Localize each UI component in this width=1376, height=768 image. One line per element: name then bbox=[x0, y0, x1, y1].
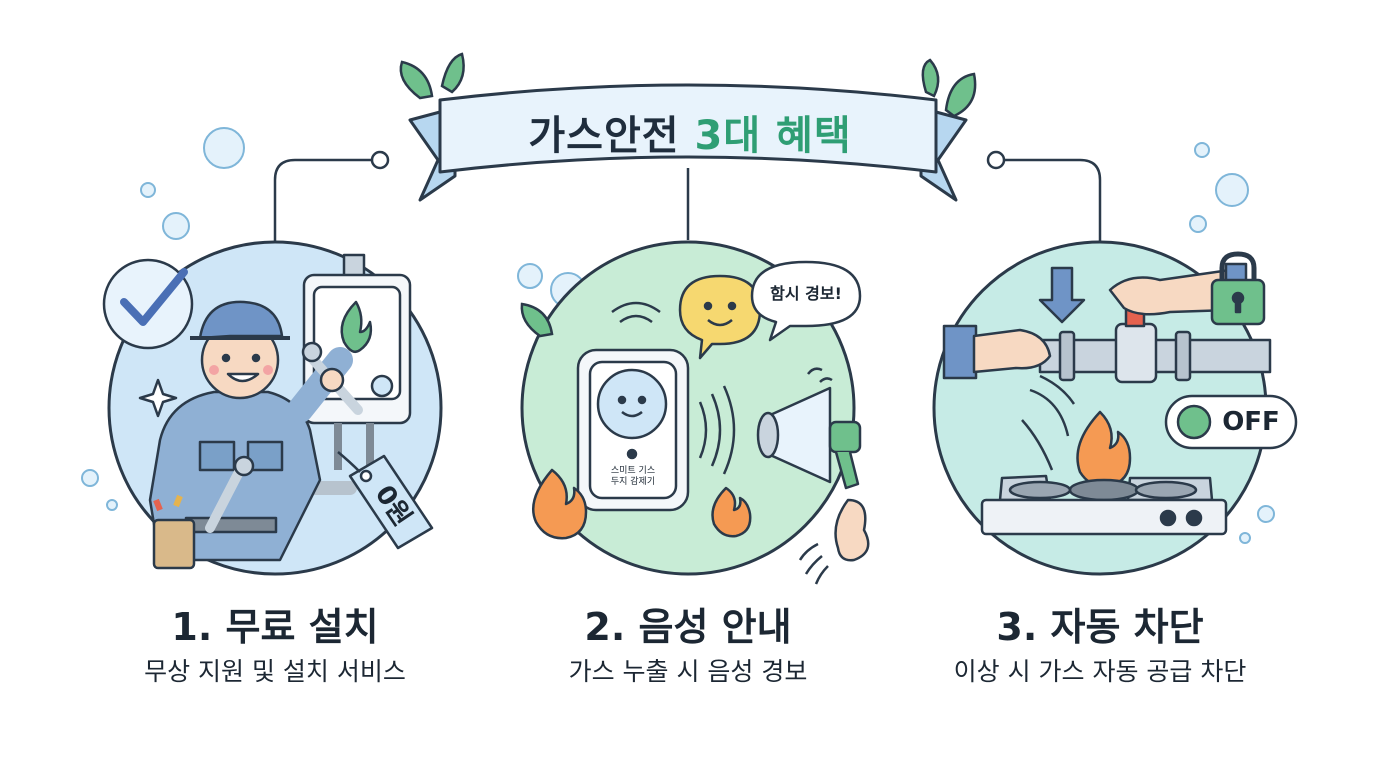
feature-heading-voice-alert: 2. 음성 안내 bbox=[584, 605, 792, 649]
speech-bubble-text: 함시 경보! bbox=[770, 284, 842, 303]
decorative-bubbles bbox=[81, 127, 1275, 544]
toggle-off-label: OFF bbox=[1222, 407, 1280, 437]
technician-illustration bbox=[102, 253, 434, 570]
feature-desc-auto-shutoff: 이상 시 가스 자동 공급 차단 bbox=[953, 657, 1247, 686]
title-accent: 3대 혜택 bbox=[694, 113, 852, 159]
feature-heading-free-install: 1. 무료 설치 bbox=[171, 605, 379, 649]
shutoff-illustration bbox=[942, 251, 1298, 536]
title-main: 가스안전 bbox=[528, 113, 680, 159]
feature-desc-voice-alert: 가스 누출 시 음성 경보 bbox=[568, 657, 808, 686]
page-title: 가스안전 3대 혜택 bbox=[455, 106, 925, 166]
feature-desc-free-install: 무상 지원 및 설치 서비스 bbox=[144, 657, 406, 686]
title-ribbon bbox=[408, 83, 968, 202]
connector-lines bbox=[273, 158, 1102, 245]
leaf-icons bbox=[399, 52, 977, 338]
detector-illustration bbox=[532, 260, 870, 585]
detector-label: 스미트 기스 두지 감제기 bbox=[610, 466, 656, 487]
feature-heading-auto-shutoff: 3. 자동 차단 bbox=[996, 605, 1204, 649]
